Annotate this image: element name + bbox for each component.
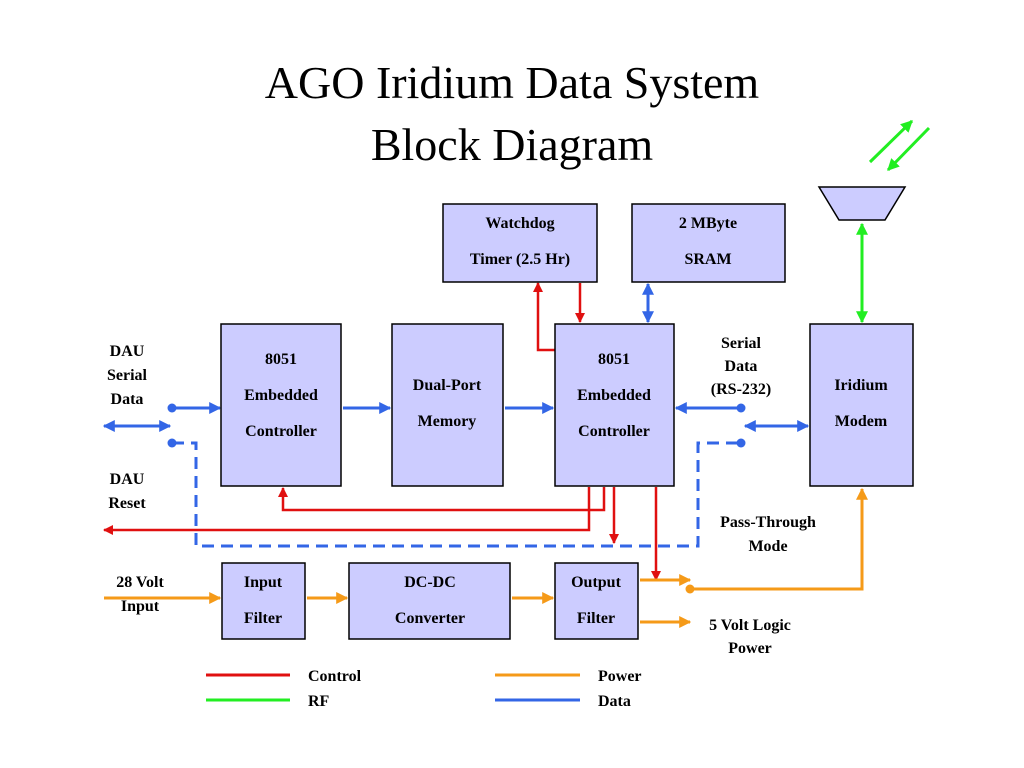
legend-power-label: Power <box>598 668 642 685</box>
dau-serial-label-line2: Serial <box>107 367 148 384</box>
dual-port-memory-block: Dual-Port Memory <box>391 323 504 487</box>
pass-through-dashed-path <box>172 441 741 548</box>
dau-serial-label-line3: Data <box>111 391 144 408</box>
iridium-modem-block: Iridium Modem <box>809 323 914 487</box>
dau-reset-label-line1: DAU <box>110 471 145 488</box>
ctrl1-label-line3: Controller <box>245 423 317 440</box>
dcdc-label-line2: Converter <box>395 610 465 627</box>
watchdog-label-line1: Watchdog <box>485 215 554 232</box>
output-filter-label-line2: Filter <box>577 610 615 627</box>
output-filter-label-line1: Output <box>571 574 621 591</box>
controller-2-block: 8051 Embedded Controller <box>554 323 675 487</box>
dualport-label-line1: Dual-Port <box>413 377 482 394</box>
output-filter-block: Output Filter <box>554 562 639 640</box>
rf-uplink-arrow <box>868 119 914 164</box>
dau-serial-label-line1: DAU <box>110 343 145 360</box>
sram-label-line2: SRAM <box>684 251 731 268</box>
watchdog-kick-line <box>533 282 556 352</box>
ctrl2-label-line1: 8051 <box>598 351 630 368</box>
volt28-label-line1: 28 Volt <box>116 574 164 591</box>
dau-serial-switch-contact <box>167 403 177 413</box>
dualport-label-line2: Memory <box>418 413 477 430</box>
sram-block: 2 MByte SRAM <box>631 203 786 283</box>
input-filter-block: Input Filter <box>221 562 306 640</box>
sram-label-line1: 2 MByte <box>679 215 737 232</box>
rs232-passthrough-contact <box>736 438 746 448</box>
rs232-label-line2: Data <box>725 358 758 375</box>
legend-control-label: Control <box>308 668 362 685</box>
modem-label-line2: Modem <box>835 413 888 430</box>
page-title-line2: Block Diagram <box>371 119 654 170</box>
ctrl1-label-line1: 8051 <box>265 351 297 368</box>
logic5-label-line2: Power <box>728 640 772 657</box>
modem-label-line1: Iridium <box>834 377 888 394</box>
watchdog-timer-block: Watchdog Timer (2.5 Hr) <box>442 203 598 283</box>
power-modem-line <box>690 487 868 591</box>
watchdog-label-line2: Timer (2.5 Hr) <box>470 251 570 268</box>
dc-dc-converter-block: DC-DC Converter <box>348 562 511 640</box>
ctrl1-label-line2: Embedded <box>244 387 318 404</box>
input-filter-label-line1: Input <box>244 574 283 591</box>
pass-through-label-line2: Mode <box>748 538 787 555</box>
ctrl2-ctrl1-control-line <box>278 487 606 512</box>
antenna-icon <box>817 186 907 221</box>
input-filter-label-line2: Filter <box>244 610 282 627</box>
rs232-switch-contact <box>736 403 746 413</box>
ctrl2-label-line2: Embedded <box>577 387 651 404</box>
dau-reset-label-line2: Reset <box>108 495 146 512</box>
dau-reset-control-line <box>103 487 591 535</box>
logic5-label-line1: 5 Volt Logic <box>709 617 791 634</box>
volt28-label-line2: Input <box>121 598 160 615</box>
rf-downlink-arrow <box>886 126 931 172</box>
dcdc-label-line1: DC-DC <box>404 574 456 591</box>
legend-data-label: Data <box>598 693 631 710</box>
page-title-line1: AGO Iridium Data System <box>265 57 760 108</box>
rs232-label-line3: (RS-232) <box>711 381 771 398</box>
legend-rf-label: RF <box>308 693 330 710</box>
ctrl2-label-line3: Controller <box>578 423 650 440</box>
legend: Control RF Power Data <box>206 668 642 710</box>
controller-1-block: 8051 Embedded Controller <box>220 323 342 487</box>
pass-through-label-line1: Pass-Through <box>720 514 816 531</box>
rs232-label-line1: Serial <box>721 335 762 352</box>
